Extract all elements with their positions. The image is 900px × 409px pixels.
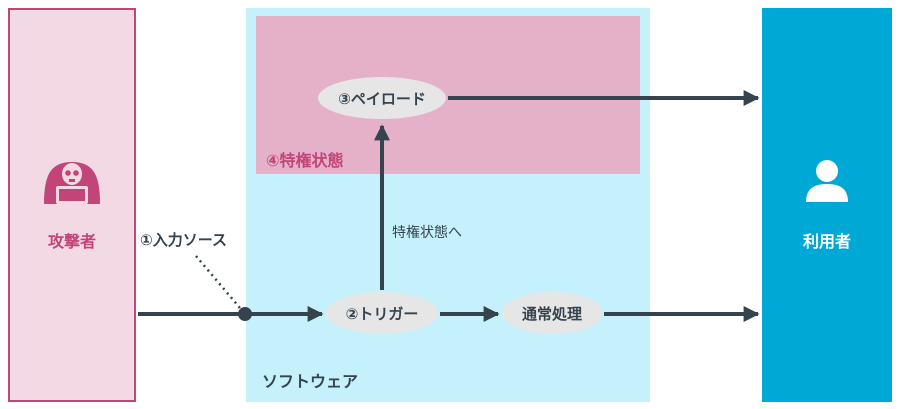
attacker-label: 攻撃者 [47,232,96,251]
software-label: ソフトウェア [262,372,359,391]
payload-node: ③ペイロード [318,77,446,119]
input-source-label: ①入力ソース [140,231,227,249]
normal-processing-node: 通常処理 [502,292,602,334]
input-source-pointer [195,255,241,309]
input-point [238,307,252,321]
trigger-node: ②トリガー [326,292,438,334]
user-box [762,8,892,402]
privileged-state-label: ④特権状態 [266,151,344,170]
attacker-box [8,8,136,402]
to-privileged-edge-label: 特権状態へ [392,225,462,241]
user-label: 利用者 [802,232,851,251]
